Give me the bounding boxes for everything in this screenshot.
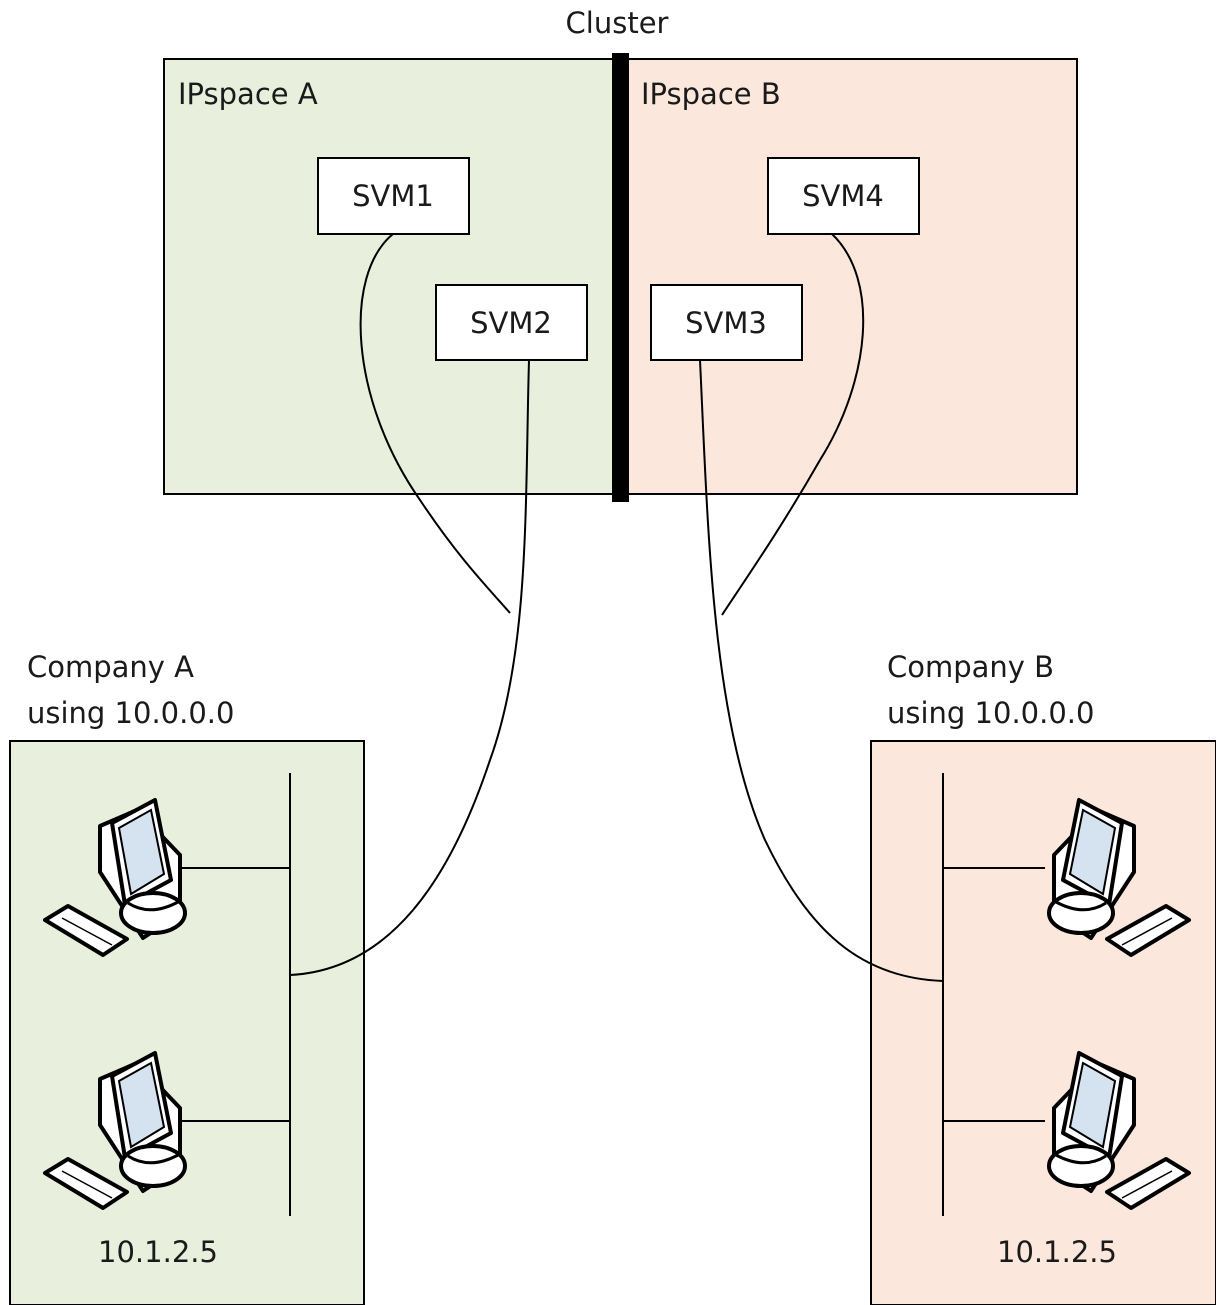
cluster-divider bbox=[612, 53, 629, 502]
svm1-label: SVM1 bbox=[352, 179, 434, 213]
company-b-network: using 10.0.0.0 bbox=[887, 696, 1094, 730]
svm1-link bbox=[359, 233, 511, 614]
ipspace-a-label: IPspace A bbox=[178, 77, 318, 111]
svm3-box bbox=[650, 284, 803, 361]
company-a-address: 10.1.2.5 bbox=[98, 1235, 218, 1269]
ipspace-b-label: IPspace B bbox=[641, 77, 781, 111]
svm4-box bbox=[767, 157, 920, 235]
ipspace-a-panel bbox=[163, 58, 622, 495]
company-a-network: using 10.0.0.0 bbox=[27, 696, 234, 730]
svm1-box bbox=[317, 157, 470, 235]
svm2-box bbox=[435, 284, 588, 361]
svm2-company-a-link bbox=[289, 359, 530, 976]
svm2-label: SVM2 bbox=[470, 306, 552, 340]
svm3-company-b-link bbox=[699, 359, 944, 982]
company-a-name: Company A bbox=[27, 650, 194, 684]
company-b-panel bbox=[870, 740, 1216, 1305]
company-b-address: 10.1.2.5 bbox=[997, 1235, 1117, 1269]
cluster-title: Cluster bbox=[566, 6, 669, 40]
svm3-label: SVM3 bbox=[685, 306, 767, 340]
svm4-label: SVM4 bbox=[802, 179, 884, 213]
ipspace-b-panel bbox=[620, 58, 1078, 495]
company-a-panel bbox=[9, 740, 365, 1305]
company-b-name: Company B bbox=[887, 650, 1054, 684]
svm4-link bbox=[721, 233, 865, 616]
